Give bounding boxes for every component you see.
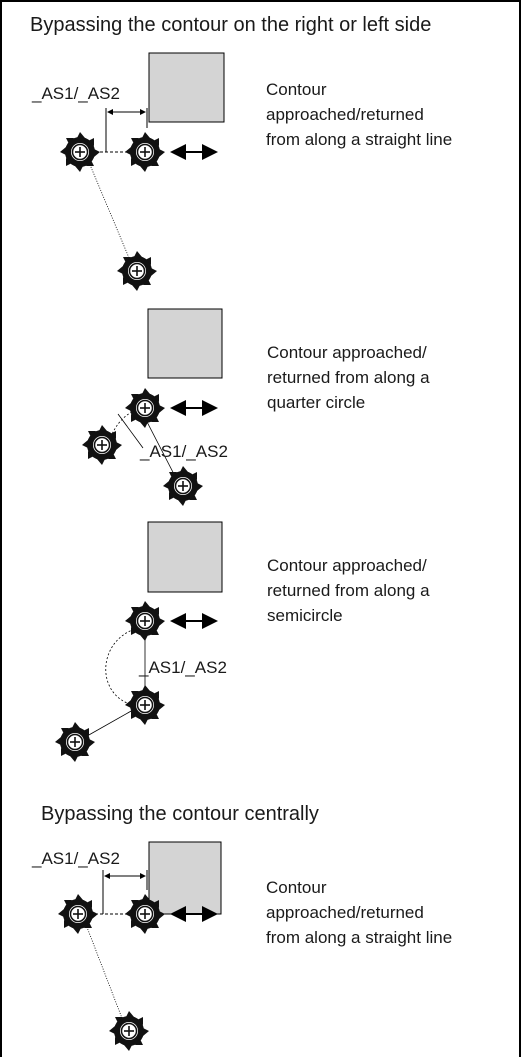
milling-cutter-icon bbox=[116, 250, 158, 292]
panel-straight-line-side: _AS1/_AS2 Contour approached/returned fr… bbox=[31, 52, 452, 292]
contour-block bbox=[148, 52, 225, 123]
milling-cutter-icon bbox=[124, 893, 166, 935]
caption-line: from along a straight line bbox=[266, 928, 452, 947]
dimension-label: _AS1/_AS2 bbox=[138, 658, 227, 677]
caption-line: from along a straight line bbox=[266, 130, 452, 149]
panel-straight-line-central: _AS1/_AS2 Contour approached/returned fr… bbox=[31, 841, 452, 1052]
caption-line: quarter circle bbox=[267, 393, 365, 412]
milling-cutter-icon bbox=[59, 131, 101, 173]
caption-line: Contour approached/ bbox=[267, 343, 427, 362]
dimension-label: _AS1/_AS2 bbox=[31, 849, 120, 868]
caption-line: approached/returned bbox=[266, 105, 424, 124]
caption-line: semicircle bbox=[267, 606, 343, 625]
caption-line: returned from along a bbox=[267, 581, 430, 600]
panel-semicircle: _AS1/_AS2 Contour approached/ returned f… bbox=[54, 521, 430, 763]
contour-block bbox=[147, 308, 223, 379]
contour-block bbox=[147, 521, 223, 593]
milling-cutter-icon bbox=[162, 465, 204, 507]
milling-cutter-icon bbox=[81, 424, 123, 466]
caption-line: Contour bbox=[266, 80, 327, 99]
panel-quarter-circle: _AS1/_AS2 Contour approached/ returned f… bbox=[81, 308, 430, 507]
approach-path bbox=[84, 921, 126, 1027]
caption-line: Contour approached/ bbox=[267, 556, 427, 575]
milling-cutter-icon bbox=[57, 893, 99, 935]
contour-block bbox=[148, 841, 222, 915]
heading-side: Bypassing the contour on the right or le… bbox=[30, 14, 431, 36]
milling-cutter-icon bbox=[108, 1010, 150, 1052]
milling-cutter-icon bbox=[124, 387, 166, 429]
dimension-label: _AS1/_AS2 bbox=[31, 84, 120, 103]
milling-cutter-icon bbox=[124, 600, 166, 642]
milling-cutter-icon bbox=[54, 721, 96, 763]
caption-line: Contour bbox=[266, 878, 327, 897]
milling-cutter-icon bbox=[124, 131, 166, 173]
milling-cutter-icon bbox=[124, 684, 166, 726]
heading-central: Bypassing the contour centrally bbox=[41, 803, 319, 825]
caption-line: approached/returned bbox=[266, 903, 424, 922]
approach-path bbox=[87, 159, 133, 266]
dimension-label: _AS1/_AS2 bbox=[139, 442, 228, 461]
caption-line: returned from along a bbox=[267, 368, 430, 387]
